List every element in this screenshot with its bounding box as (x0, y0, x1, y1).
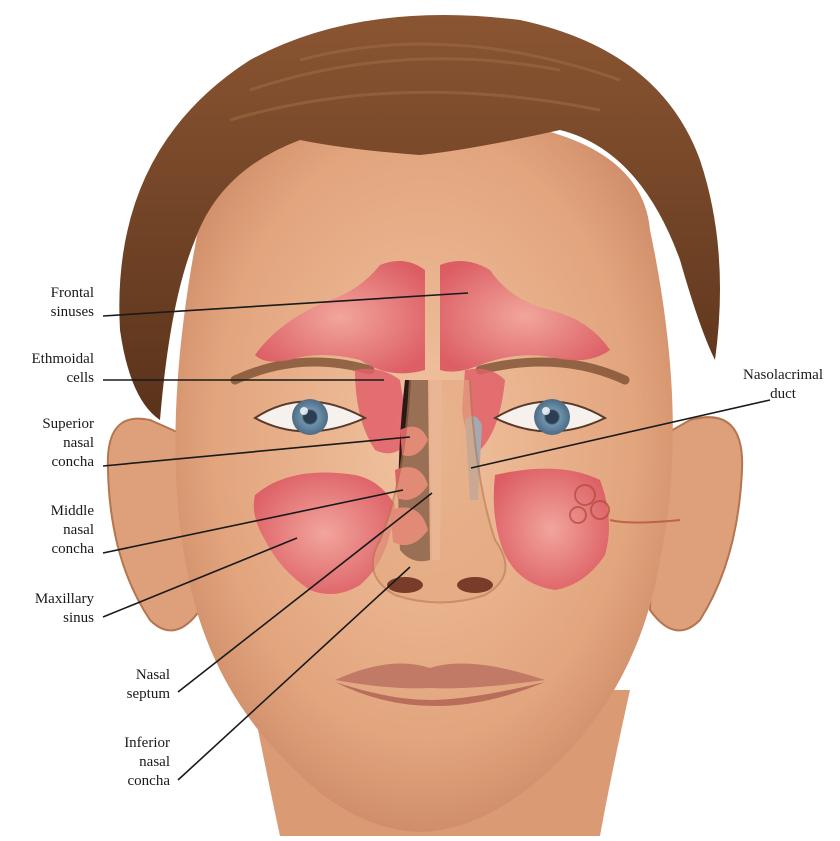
label-middle-nasal-concha: Middle nasal concha (14, 502, 94, 559)
label-superior-nasal-concha: Superior nasal concha (14, 415, 94, 472)
right-iris (534, 399, 570, 435)
left-iris (292, 399, 328, 435)
left-nostril (387, 577, 423, 593)
label-ethmoidal-cells: Ethmoidal cells (14, 350, 94, 388)
label-inferior-nasal-concha: Inferior nasal concha (90, 734, 170, 791)
label-maxillary-sinus: Maxillary sinus (10, 590, 94, 628)
label-nasal-septum: Nasal septum (90, 666, 170, 704)
label-frontal-sinuses: Frontal sinuses (20, 284, 94, 322)
label-nasolacrimal-duct: Nasolacrimal duct (730, 366, 836, 404)
right-nostril (457, 577, 493, 593)
